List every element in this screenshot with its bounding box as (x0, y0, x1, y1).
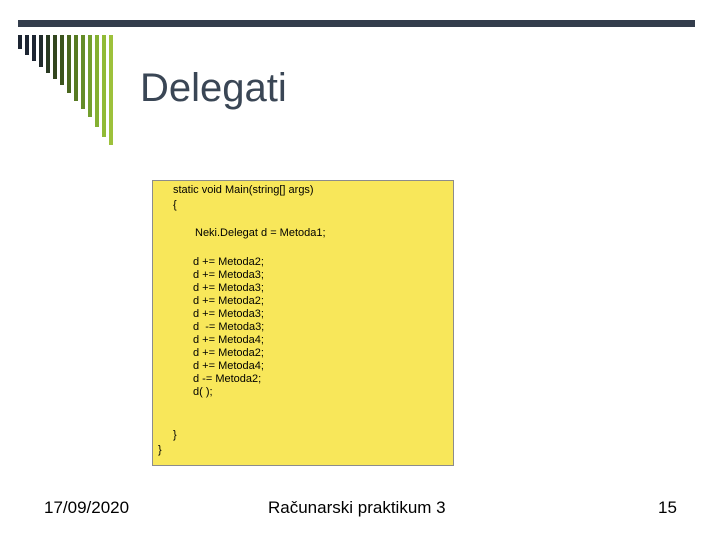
code-statement: d += Metoda2; (193, 295, 264, 307)
page-number: 15 (658, 498, 677, 517)
code-open-brace: { (173, 199, 177, 211)
footer-course: Računarski praktikum 3 (268, 498, 446, 517)
code-statement: d += Metoda3; (193, 308, 264, 320)
decorative-stripes (18, 35, 113, 145)
code-statement: d -= Metoda2; (193, 373, 262, 385)
header-rule (18, 20, 695, 27)
code-statement: d += Metoda2; (193, 256, 264, 268)
slide-title: Delegati (140, 66, 287, 110)
code-close-brace-inner: } (173, 429, 177, 441)
code-statement: d += Metoda4; (193, 360, 264, 372)
code-statement: d += Metoda4; (193, 334, 264, 346)
code-signature: static void Main(string[] args) (173, 184, 314, 196)
code-statement: d -= Metoda3; (193, 321, 265, 333)
code-declaration: Neki.Delegat d = Metoda1; (195, 227, 326, 239)
code-block: static void Main(string[] args) { Neki.D… (152, 180, 454, 466)
code-close-brace-outer: } (158, 444, 162, 456)
footer-date: 17/09/2020 (44, 498, 130, 517)
code-statement: d += Metoda2; (193, 347, 264, 359)
code-statement: d += Metoda3; (193, 282, 264, 294)
code-statement: d += Metoda3; (193, 269, 264, 281)
code-statement: d( ); (193, 386, 213, 398)
